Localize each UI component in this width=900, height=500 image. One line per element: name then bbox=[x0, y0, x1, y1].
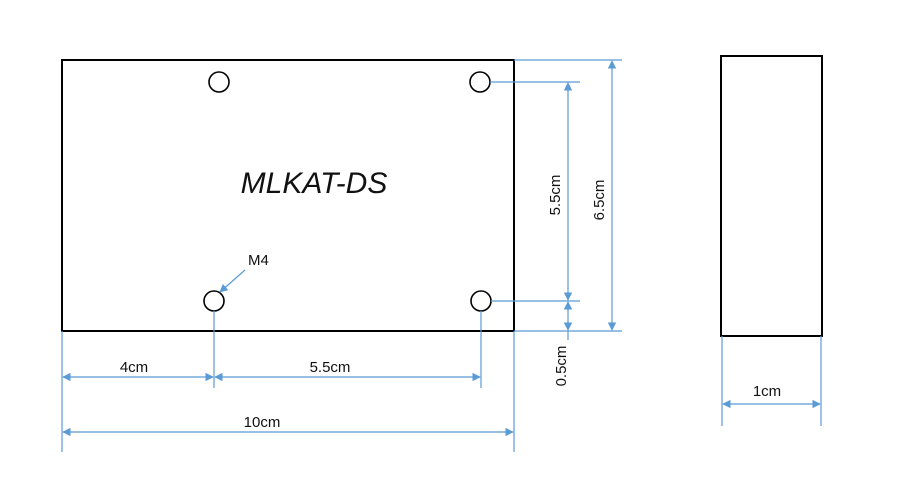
mounting-hole-bottom-right bbox=[470, 290, 492, 312]
dimension-label-hole-spacing-vertical: 5.5cm bbox=[547, 175, 564, 216]
dimension-label-thickness: 1cm bbox=[753, 383, 781, 400]
side-view-outline bbox=[720, 55, 823, 337]
hole-callout-label: M4 bbox=[248, 252, 269, 269]
hole-callout: M4 bbox=[219, 252, 269, 293]
side-view: 1cm bbox=[720, 55, 823, 426]
dimension-label-hole-offset-left: 4cm bbox=[120, 359, 148, 376]
hole-callout-leader bbox=[219, 269, 246, 293]
dimension-label-total-height: 6.5cm bbox=[591, 180, 608, 221]
dimension-label-hole-spacing-horizontal: 5.5cm bbox=[310, 359, 351, 376]
dimension-label-hole-offset-bottom: 0.5cm bbox=[553, 346, 570, 387]
mounting-hole-bottom-left bbox=[203, 290, 225, 312]
front-view-outline bbox=[61, 59, 515, 332]
part-label: MLKAT-DS bbox=[241, 167, 388, 200]
mounting-hole-top-right bbox=[469, 71, 491, 93]
mounting-hole-top-left bbox=[208, 71, 230, 93]
vertical-dimensions: 5.5cm 6.5cm 0.5cm bbox=[490, 59, 622, 387]
horizontal-dimensions: 4cm 5.5cm 10cm bbox=[61, 311, 515, 452]
dimension-label-total-width: 10cm bbox=[244, 414, 281, 431]
front-view: MLKAT-DS bbox=[61, 59, 515, 332]
